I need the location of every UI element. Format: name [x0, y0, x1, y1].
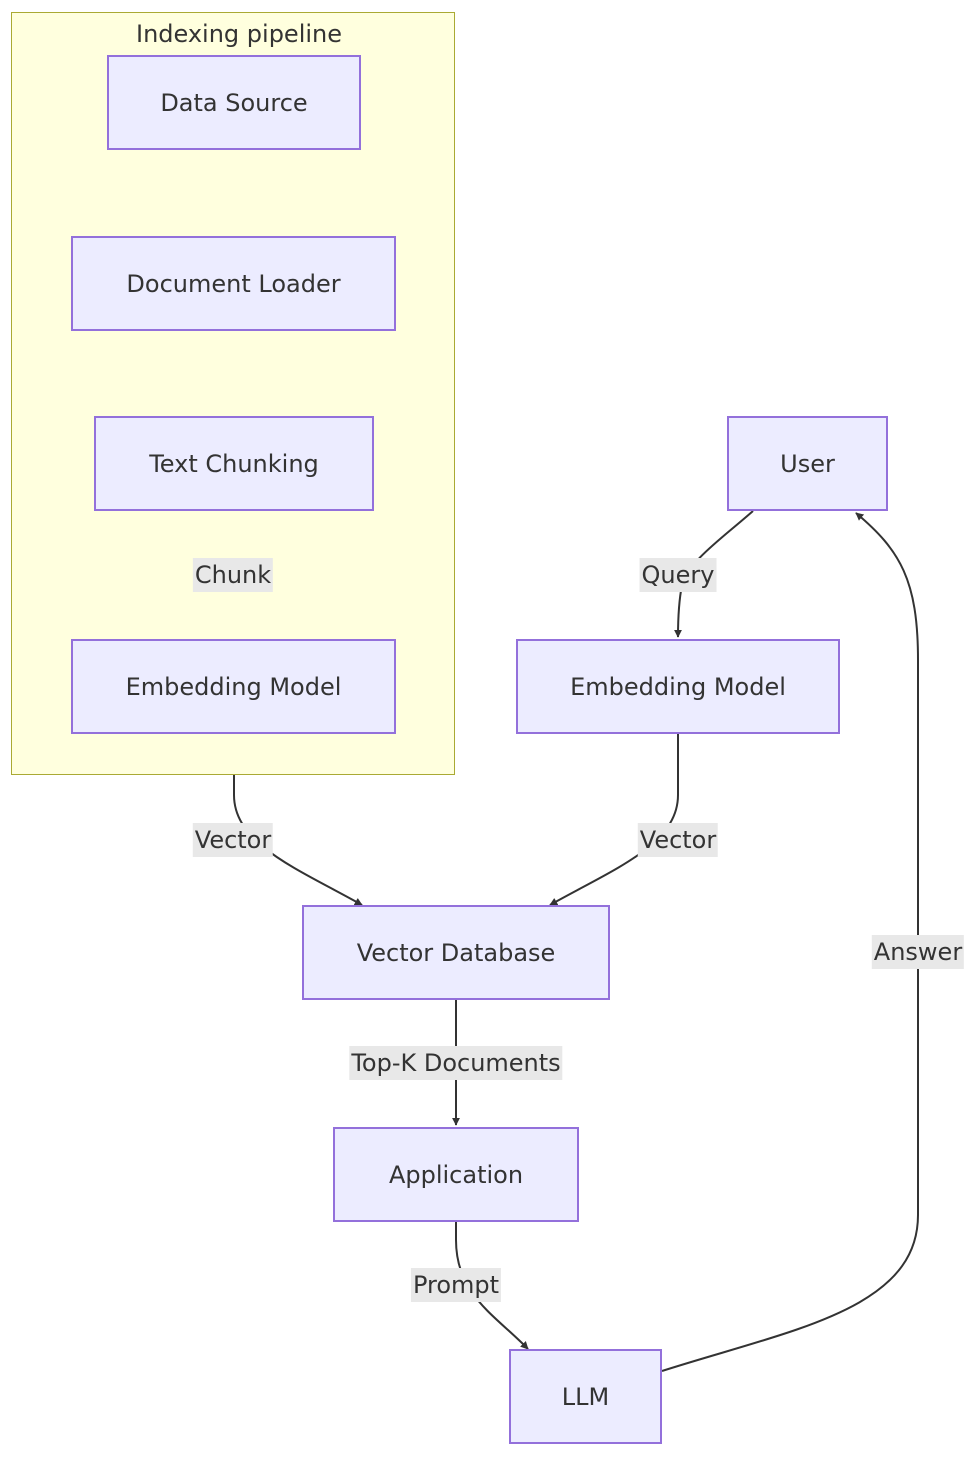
edge-llm-to-user [661, 512, 919, 1372]
node-embedding-model-index: Embedding Model [71, 639, 396, 734]
edge-label-top-k-documents: Top-K Documents [349, 1046, 563, 1080]
node-embedding-model-query: Embedding Model [516, 639, 840, 734]
node-document-loader: Document Loader [71, 236, 396, 331]
edge-label-vector-index: Vector [192, 823, 274, 857]
edge-label-prompt: Prompt [410, 1268, 502, 1302]
edge-embedding-model-query-to-vector-db [549, 734, 679, 906]
edge-label-chunk: Chunk [192, 558, 274, 592]
node-text-chunking: Text Chunking [94, 416, 374, 511]
node-user: User [727, 416, 888, 511]
edge-label-vector-query: Vector [637, 823, 719, 857]
node-vector-database: Vector Database [302, 905, 610, 1000]
cluster-title: Indexing pipeline [135, 20, 343, 48]
node-application: Application [333, 1127, 579, 1222]
node-data-source: Data Source [107, 55, 361, 150]
edge-label-query: Query [639, 558, 717, 592]
node-llm: LLM [509, 1349, 662, 1444]
edge-label-answer: Answer [871, 935, 965, 969]
